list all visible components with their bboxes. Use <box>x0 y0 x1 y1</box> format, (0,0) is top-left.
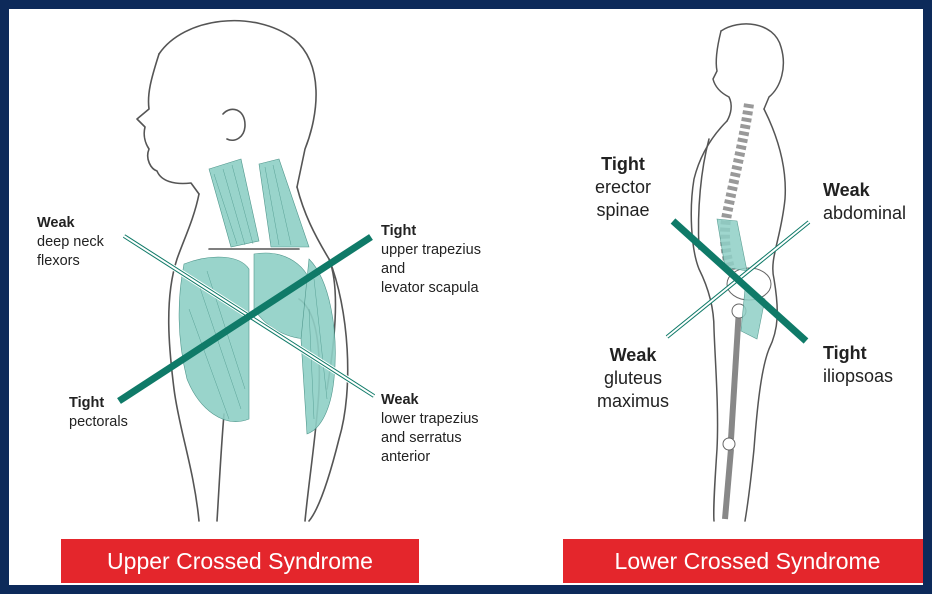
lower-face-outline <box>713 31 731 121</box>
lower-crossed-syndrome-banner: Lower Crossed Syndrome <box>563 539 932 583</box>
ear <box>223 109 245 140</box>
back-muscle <box>301 259 335 434</box>
lower-head-outline <box>721 24 783 109</box>
label-weak-gluteus-maximus: Weak gluteus maximus <box>587 344 679 413</box>
label-weak-lower-trapezius: Weak lower trapezius and serratus anteri… <box>381 391 479 467</box>
upper-crossed-syndrome-banner: Upper Crossed Syndrome <box>61 539 419 583</box>
label-tight-pectorals: Tight pectorals <box>69 394 128 432</box>
femur <box>731 309 739 439</box>
label-tight-iliopsoas: Tight iliopsoas <box>823 342 893 388</box>
upper-body-illustration <box>9 9 932 594</box>
lower-front-outline <box>691 121 727 521</box>
upper-muscles <box>179 159 335 434</box>
knee <box>723 438 735 450</box>
label-tight-upper-trapezius: Tight upper trapezius and levator scapul… <box>381 222 481 298</box>
lower-arm <box>698 139 709 249</box>
face-outline <box>137 54 199 194</box>
tibia <box>725 449 731 519</box>
label-weak-abdominal: Weak abdominal <box>823 179 906 225</box>
arm-front <box>217 414 224 521</box>
label-weak-deep-neck-flexors: Weak deep neck flexors <box>37 214 104 271</box>
label-tight-erector-spinae: Tight erector spinae <box>587 153 659 222</box>
